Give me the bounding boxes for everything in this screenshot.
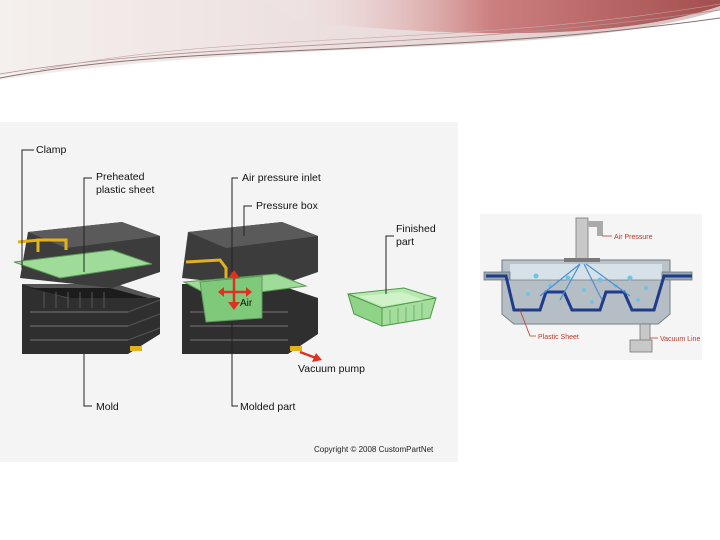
label-finished-2: part bbox=[396, 236, 414, 248]
finished-part-tray bbox=[347, 287, 437, 327]
label-pressure-box: Pressure box bbox=[256, 200, 319, 212]
label-air-pressure-inlet: Air pressure inlet bbox=[242, 172, 321, 184]
copyright-text: Copyright © 2008 CustomPartNet bbox=[314, 445, 434, 454]
label-mold: Mold bbox=[96, 401, 119, 413]
label-air: Air bbox=[240, 298, 253, 309]
label-preheated-2: plastic sheet bbox=[96, 184, 154, 196]
pressure-forming-diagram: Clamp Preheated plastic sheet Mold Air p… bbox=[0, 122, 458, 462]
decorative-banner bbox=[0, 0, 720, 80]
label-plastic-sheet: Plastic Sheet bbox=[538, 334, 579, 341]
label-clamp: Clamp bbox=[36, 144, 67, 156]
machine-open bbox=[13, 222, 161, 354]
machine-closed bbox=[182, 222, 322, 362]
label-finished-1: Finished bbox=[396, 223, 436, 235]
label-vacuum-pump: Vacuum pump bbox=[298, 363, 365, 375]
label-molded-part: Molded part bbox=[240, 401, 296, 413]
label-air-pressure: Air Pressure bbox=[614, 234, 653, 241]
label-vacuum-line: Vacuum Line bbox=[660, 336, 700, 343]
label-preheated-1: Preheated bbox=[96, 171, 145, 183]
pressure-forming-cross-section: Air Pressure Plastic Sheet Vacuum Line bbox=[480, 214, 702, 360]
